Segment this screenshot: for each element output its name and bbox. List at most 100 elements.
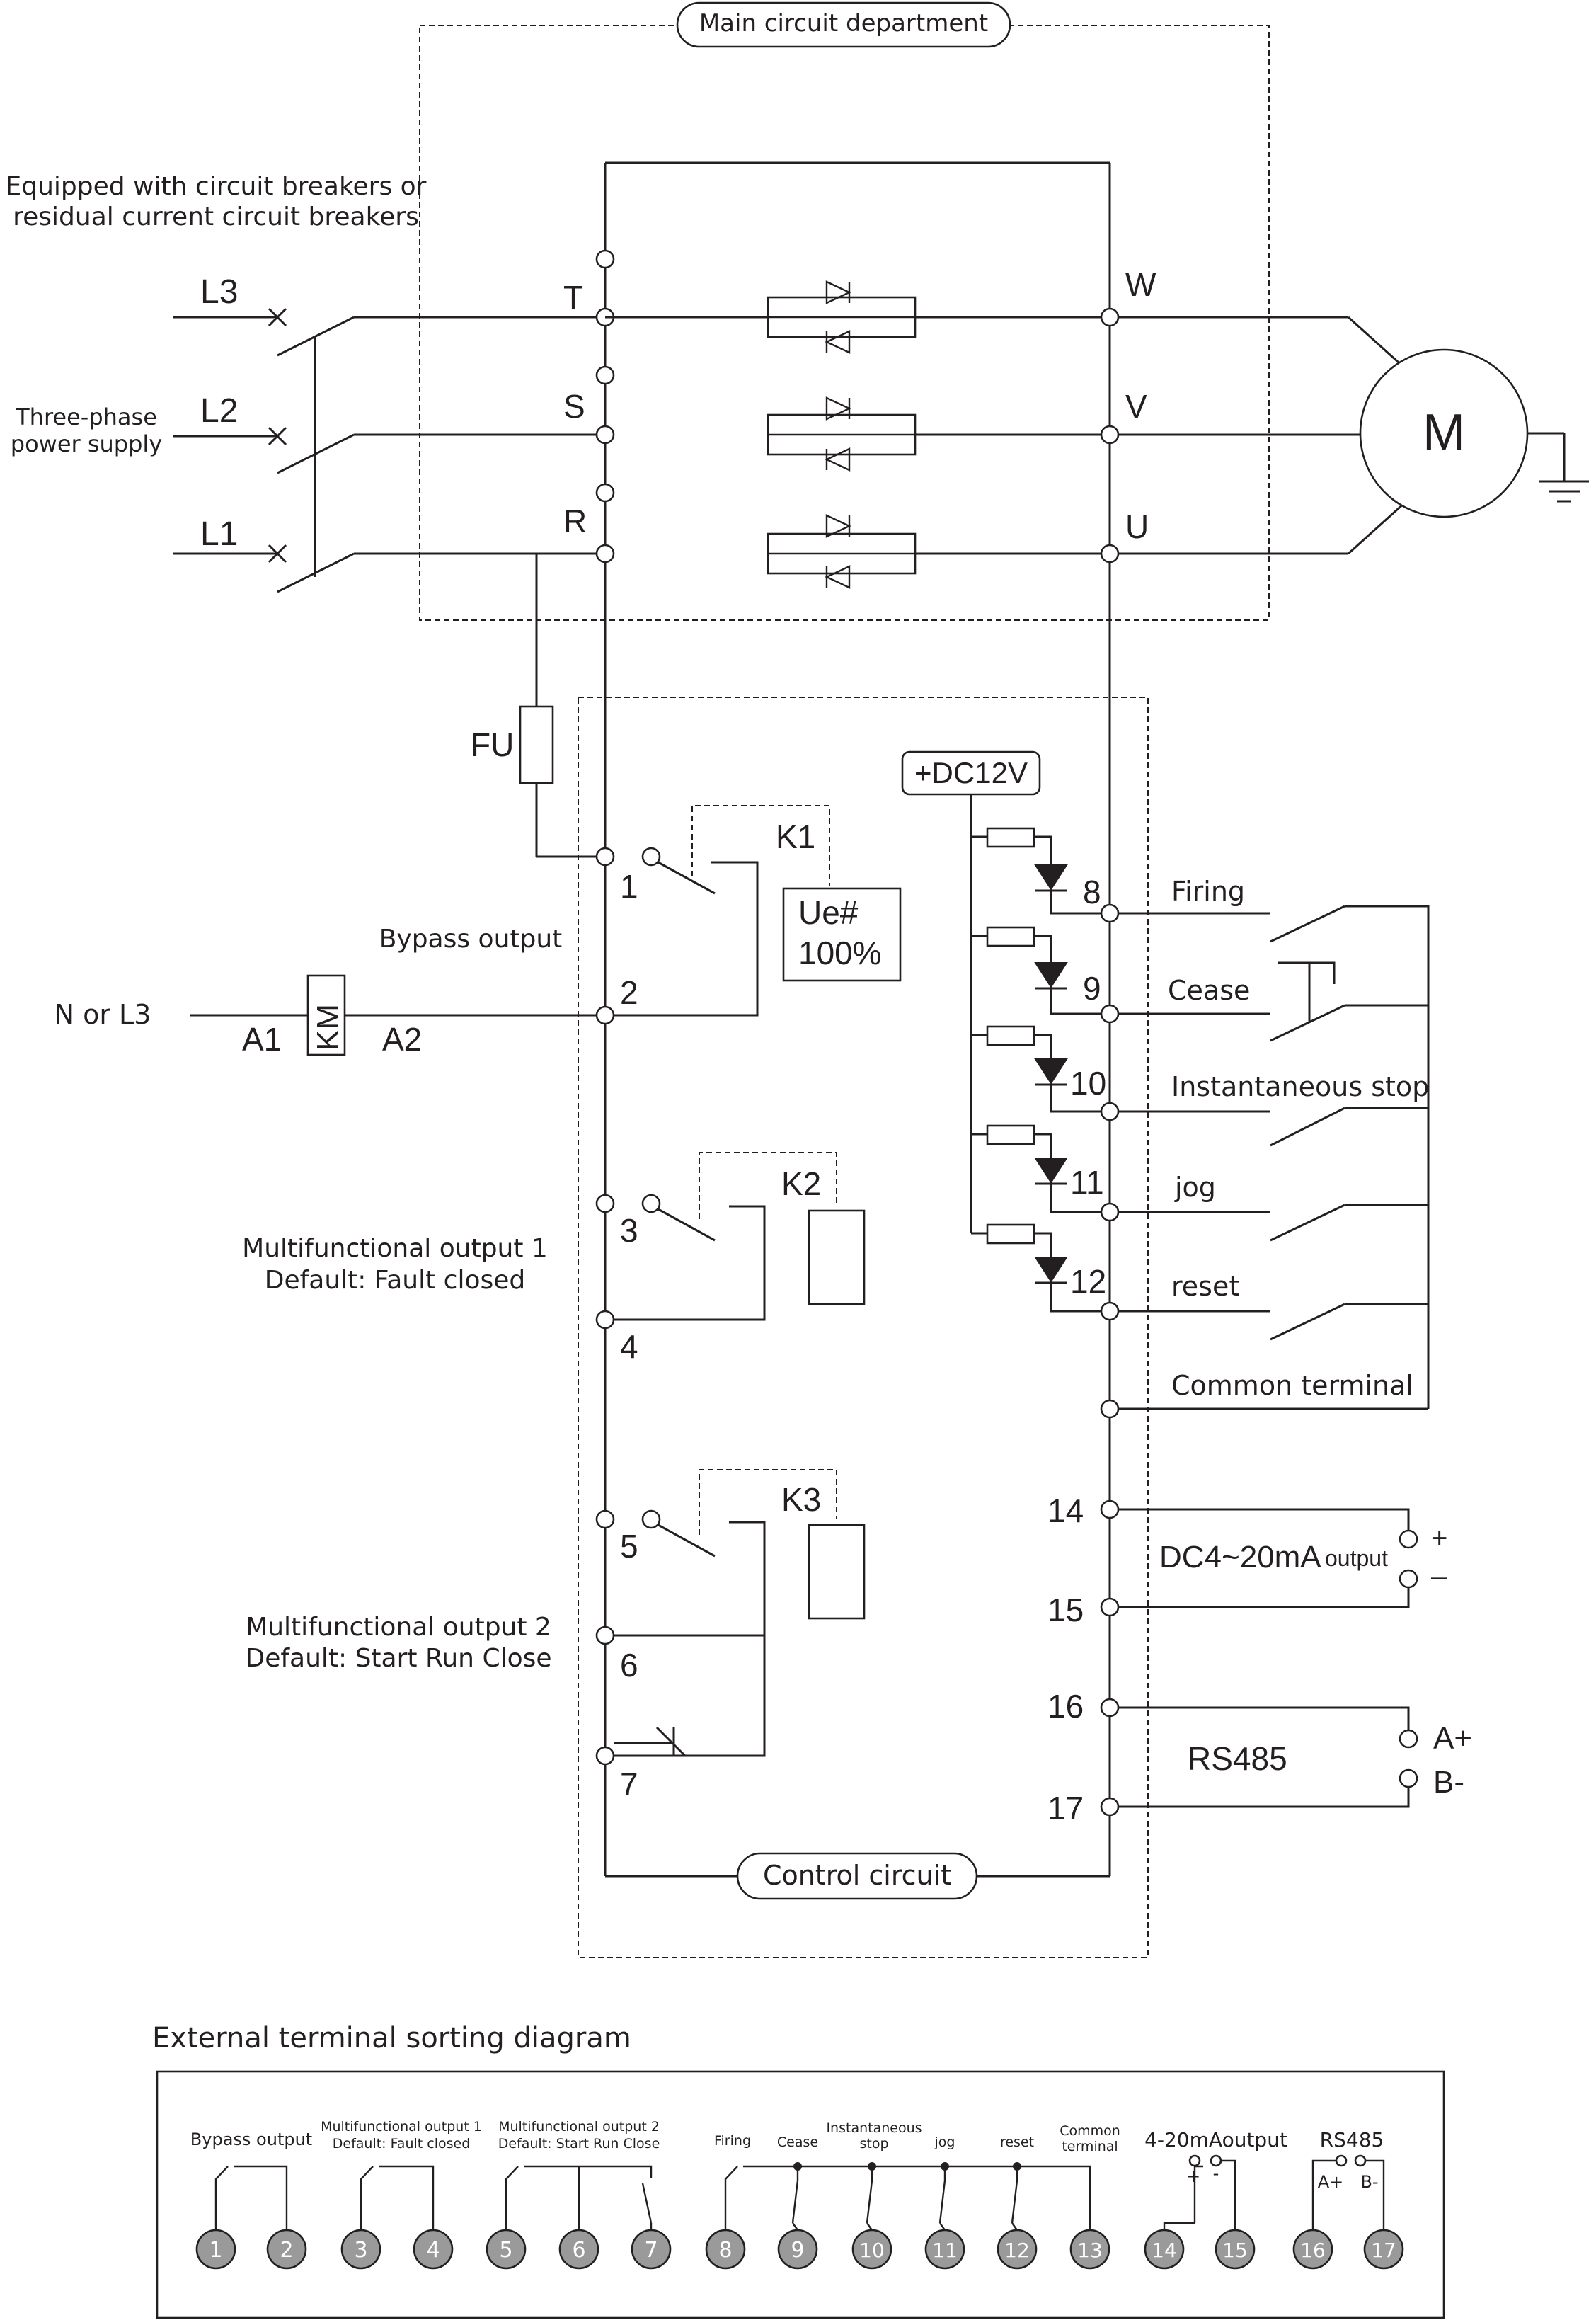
terminal-11-label: 11 <box>1070 1164 1104 1201</box>
phase-l3-label: L3 <box>200 273 238 311</box>
relay-k3 <box>595 1469 866 1766</box>
svg-text:15: 15 <box>1222 2239 1248 2262</box>
svg-text:17: 17 <box>1371 2239 1396 2262</box>
terminal-3-label: 3 <box>620 1212 638 1249</box>
terminal-17-label: 17 <box>1047 1790 1084 1827</box>
k1-label: K1 <box>776 818 815 855</box>
svg-text:3: 3 <box>354 2238 367 2263</box>
control-circuit-title: Control circuit <box>763 1860 951 1891</box>
supply-label-line1: Three-phase <box>15 404 157 430</box>
supply-label-line2: power supply <box>11 430 162 457</box>
terminal-4-label: 4 <box>620 1328 638 1365</box>
svg-text:5: 5 <box>499 2238 512 2263</box>
ext-mf1-line1: Multifunctional output 1 <box>321 2119 482 2135</box>
thyristor-pair-u <box>767 514 1110 589</box>
analog-minus: – <box>1431 1561 1447 1592</box>
bypass-output-label: Bypass output <box>379 925 563 954</box>
external-diagram-frame <box>156 2070 1445 2319</box>
svg-text:13: 13 <box>1077 2239 1103 2262</box>
svg-text:7: 7 <box>644 2238 658 2263</box>
ext-inst-line2: stop <box>859 2136 888 2152</box>
motor-label: M <box>1423 404 1465 461</box>
common-terminal-label: Common terminal <box>1171 1370 1413 1401</box>
input-label-instantaneous-stop: Instantaneous stop <box>1171 1071 1429 1102</box>
rs485-b-minus: B- <box>1433 1765 1464 1800</box>
svg-text:12: 12 <box>1004 2239 1030 2262</box>
external-wiring <box>214 2154 1385 2224</box>
ue-line2: 100% <box>798 935 882 971</box>
terminal-7-label: 7 <box>620 1766 638 1802</box>
svg-text:11: 11 <box>932 2239 958 2262</box>
analog-output-main: DC4~20mA <box>1159 1540 1321 1575</box>
k2-label: K2 <box>781 1165 821 1202</box>
mf2-line2: Default: Start Run Close <box>245 1644 551 1673</box>
main-circuit-title-box <box>676 1 1011 48</box>
ext-rs485-b-minus: B- <box>1360 2172 1378 2192</box>
svg-text:2: 2 <box>280 2238 293 2263</box>
ext-bypass-label: Bypass output <box>190 2130 312 2149</box>
phase-l2-label: L2 <box>200 392 238 430</box>
terminal-8-label: 8 <box>1083 874 1101 910</box>
svg-text:6: 6 <box>572 2238 585 2263</box>
rs485-label: RS485 <box>1188 1740 1287 1777</box>
relay-k2 <box>595 1152 866 1330</box>
thyristor-pair-v <box>767 396 1110 472</box>
terminal-6-label: 6 <box>620 1647 638 1684</box>
svg-text:4: 4 <box>426 2238 440 2263</box>
terminal-14-label: 14 <box>1047 1492 1084 1529</box>
output-w-label: W <box>1125 266 1156 303</box>
k3-label: K3 <box>781 1481 821 1518</box>
mf1-line2: Default: Fault closed <box>265 1266 526 1295</box>
n-or-l3-label: N or L3 <box>54 999 151 1030</box>
relay-k1 <box>595 805 902 1017</box>
ext-cease-label: Cease <box>777 2135 818 2150</box>
input-switches <box>1118 905 1430 1410</box>
dc12v-label: +DC12V <box>914 756 1028 789</box>
terminal-16-label: 16 <box>1047 1688 1084 1725</box>
control-circuit-frame <box>578 697 1149 1958</box>
input-diode-array <box>971 827 1110 1313</box>
terminal-1-label: 1 <box>620 868 638 905</box>
input-label-jog: jog <box>1174 1172 1216 1203</box>
mf2-line1: Multifunctional output 2 <box>246 1613 551 1642</box>
a2-label: A2 <box>382 1021 422 1058</box>
ue-display <box>782 887 902 982</box>
ext-analog-label: 4-20mAoutput <box>1144 2128 1287 2152</box>
control-circuit-title-box <box>736 1852 978 1900</box>
rs485-port <box>1100 1698 1418 1817</box>
ext-common-line1: Common <box>1060 2123 1120 2139</box>
ext-mf2-line1: Multifunctional output 2 <box>498 2119 660 2135</box>
mf1-line1: Multifunctional output 1 <box>242 1234 548 1263</box>
main-input-terminals <box>595 249 615 564</box>
a1-label: A1 <box>242 1021 282 1058</box>
svg-text:14: 14 <box>1152 2239 1177 2262</box>
analog-plus: + <box>1431 1523 1447 1554</box>
input-label-firing: Firing <box>1171 876 1245 907</box>
output-v-label: V <box>1125 388 1147 425</box>
ue-line1: Ue# <box>798 894 859 931</box>
terminal-12-label: 12 <box>1070 1263 1106 1300</box>
ext-inst-line1: Instantaneous <box>826 2120 922 2136</box>
svg-text:8: 8 <box>718 2238 732 2263</box>
analog-output <box>1100 1499 1418 1617</box>
terminal-15-label: 15 <box>1047 1592 1084 1628</box>
motor <box>1118 316 1589 555</box>
input-r-label: R <box>563 503 587 539</box>
input-s-label: S <box>563 388 585 425</box>
svg-text:9: 9 <box>791 2238 804 2263</box>
external-terminal-numbers: 1 2 3 4 5 6 7 8 9 10 11 12 13 14 15 16 1… <box>209 2238 1396 2263</box>
fuse-label: FU <box>471 726 514 763</box>
fuse <box>519 705 554 784</box>
phase-l1-label: L1 <box>200 515 238 553</box>
external-terminals <box>195 2222 1404 2270</box>
thyristor-pair-w <box>605 280 1110 354</box>
circuit-breaker <box>173 307 605 593</box>
ext-jog-label: jog <box>934 2135 955 2150</box>
km-label: KM <box>311 1004 345 1051</box>
ext-mf1-line2: Default: Fault closed <box>333 2136 471 2152</box>
breaker-note-line2: residual current circuit breakers <box>13 202 419 232</box>
svg-text:1: 1 <box>209 2238 222 2263</box>
main-output-terminals <box>1100 307 1120 564</box>
ext-analog-plus: + <box>1186 2166 1200 2186</box>
input-label-cease: Cease <box>1168 975 1250 1006</box>
